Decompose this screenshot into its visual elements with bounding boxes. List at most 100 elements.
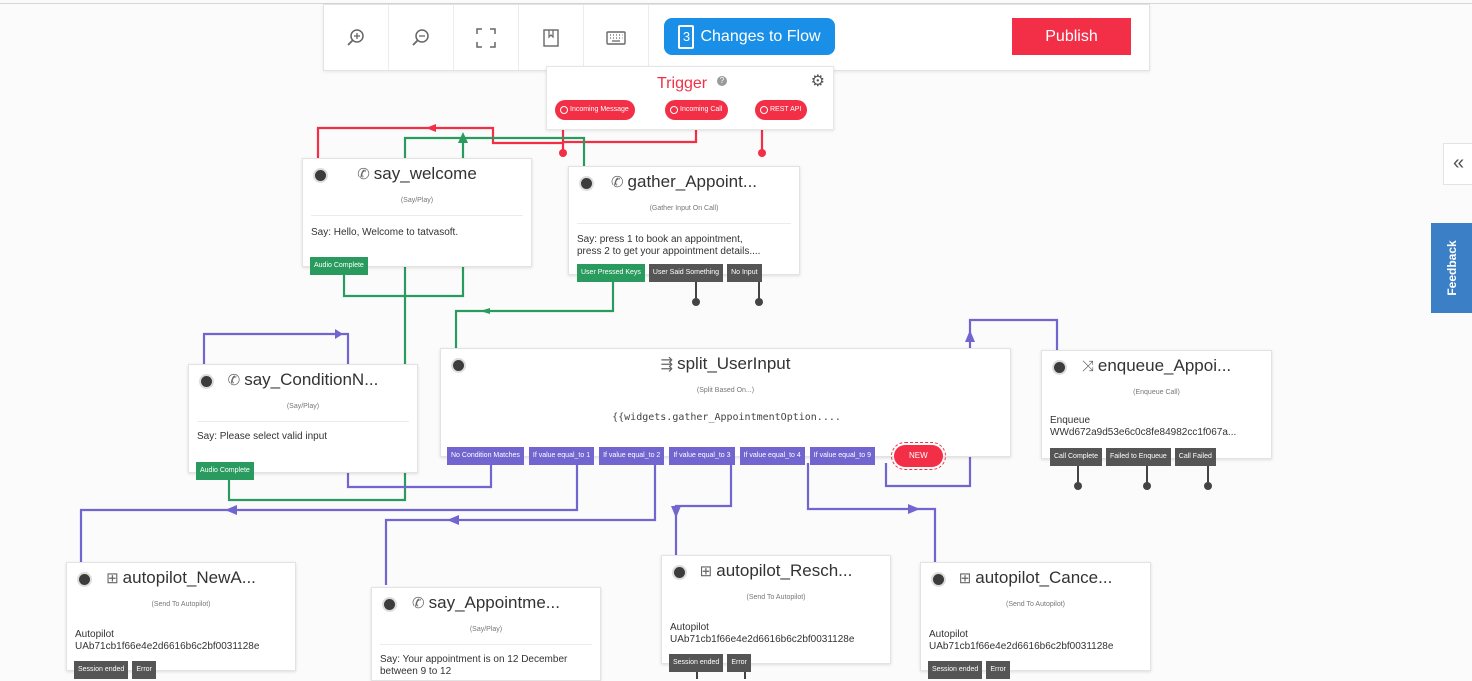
transition-audio-complete[interactable]: Audio Complete [310,257,368,275]
widget-handle[interactable] [579,176,594,191]
widget-title: autopilot_Resch... [716,561,853,580]
widget-subtitle: (Split Based On...) [696,387,755,394]
transition-error[interactable]: Error [132,661,156,679]
widget-handle[interactable] [451,358,466,373]
widget-subtitle: (Say/Play) [400,197,434,204]
widget-body-line: UAb71cb1f66e4e2d6616b6c2bf0031128e [670,634,855,645]
trigger-incoming-message[interactable]: Incoming Message [555,100,635,120]
widget-autopilot-resch[interactable]: ⊞autopilot_Resch... (Send To Autopilot) … [661,555,891,664]
widget-handle[interactable] [672,565,687,580]
divider [197,421,409,422]
widget-handle[interactable] [382,597,397,612]
widget-say-welcome[interactable]: ✆say_welcome (Say/Play) Say: Hello, Welc… [302,158,532,267]
transition-session-ended[interactable]: Session ended [669,654,724,672]
keyboard-icon [606,30,626,45]
widget-handle[interactable] [1052,360,1067,375]
widget-subtitle: (Send To Autopilot) [1005,601,1066,608]
transition-call-failed[interactable]: Call Failed [1174,448,1216,466]
divider [380,644,592,645]
transition-no-input[interactable]: No Input [727,264,762,282]
divider [577,223,791,224]
widget-subtitle: (Say/Play) [286,403,320,410]
new-transition-button[interactable]: NEW [890,442,946,470]
zoom-out-icon [412,28,429,46]
widget-subtitle: (Send To Autopilot) [746,594,806,601]
transition-equal-to-1[interactable]: If value equal_to 1 [528,447,595,465]
phone-icon: ✆ [357,166,370,183]
enqueue-transitions: Call Complete Failed to Enqueue Call Fai… [1050,448,1216,466]
transition-equal-to-4[interactable]: If value equal_to 4 [739,447,805,465]
changes-count-badge: 3 [678,24,695,49]
transition-user-said-something[interactable]: User Said Something [648,264,724,282]
transition-failed-to-enqueue[interactable]: Failed to Enqueue [1105,448,1171,466]
transition-no-condition-matches[interactable]: No Condition Matches [447,447,524,465]
widget-title: split_UserInput [677,354,791,373]
say-welcome-transitions: Audio Complete [310,257,368,275]
widget-title: say_ConditionN... [244,370,379,389]
zoom-in-icon [347,28,364,46]
transition-session-ended[interactable]: Session ended [928,661,983,679]
changes-to-flow-label: Changes to Flow [700,27,821,45]
transition-equal-to-9[interactable]: If value equal_to 9 [809,447,875,465]
widget-enqueue[interactable]: ⤨enqueue_Appoi... (Enqueue Call) Enqueue… [1041,350,1272,459]
autopilot-resch-transitions: Session ended Error [669,654,751,672]
widget-autopilot-cancel[interactable]: ⊞autopilot_Cance... (Send To Autopilot) … [920,562,1151,671]
bookmark-icon [543,28,559,47]
trigger-widget[interactable]: Trigger ? ⚙ Incoming Message Incoming Ca… [546,66,834,130]
widget-body-line: Autopilot [75,629,114,640]
widget-subtitle: (Gather Input On Call) [649,205,719,212]
feedback-tab[interactable]: Feedback [1431,223,1472,313]
widget-body-line: Say: press 1 to book an appointment, [577,234,743,245]
help-icon[interactable]: ? [717,76,727,86]
keyboard-shortcuts-button[interactable] [584,5,649,70]
widget-split-user-input[interactable]: ⇶split_UserInput (Split Based On...) {{w… [440,348,1011,457]
widget-handle[interactable] [931,572,946,587]
zoom-in-button[interactable] [324,5,389,70]
trigger-incoming-call[interactable]: Incoming Call [665,100,729,120]
widget-body-line: Enqueue [1050,415,1091,426]
phone-icon: ✆ [412,595,425,612]
phone-icon: ✆ [227,372,241,389]
robot-icon: ⊞ [958,570,972,587]
changes-to-flow-button[interactable]: 3 Changes to Flow [664,18,835,55]
fit-to-screen-button[interactable] [454,5,519,70]
split-icon: ⇶ [660,356,674,373]
transition-equal-to-3[interactable]: If value equal_to 3 [669,447,735,465]
widget-subtitle: (Send To Autopilot) [151,601,211,608]
transition-error[interactable]: Error [986,661,1010,679]
publish-button[interactable]: Publish [1012,18,1131,55]
connector-eq3 [674,463,733,555]
widget-title: say_welcome [373,164,477,183]
widget-gather[interactable]: ✆gather_Appoint... (Gather Input On Call… [568,166,800,275]
trigger-title: Trigger [657,75,708,92]
widget-handle[interactable] [199,374,214,389]
transition-audio-complete[interactable]: Audio Complete [196,462,254,480]
transition-call-complete[interactable]: Call Complete [1050,448,1102,466]
widget-body-line: between 9 to 12 [380,666,452,677]
connector-incoming-call [561,120,698,153]
transition-equal-to-2[interactable]: If value equal_to 2 [599,447,665,465]
widget-body-line: UAb71cb1f66e4e2d6616b6c2bf0031128e [75,641,260,652]
widget-subtitle: (Enqueue Call) [1133,389,1180,396]
transition-error[interactable]: Error [727,654,751,672]
widget-title: gather_Appoint... [627,172,758,191]
shuffle-icon: ⤨ [1081,358,1094,375]
bookmark-button[interactable] [519,5,584,70]
trigger-rest-api[interactable]: REST API [755,100,808,120]
transition-session-ended[interactable]: Session ended [74,661,129,679]
widget-autopilot-new[interactable]: ⊞autopilot_NewA... (Send To Autopilot) A… [66,562,296,671]
widget-title: autopilot_Cance... [975,568,1113,587]
settings-gear-icon[interactable]: ⚙ [810,73,825,90]
widget-handle[interactable] [77,572,92,587]
collapse-panel-button[interactable]: « [1443,143,1472,185]
zoom-out-button[interactable] [389,5,454,70]
double-chevron-left-icon: « [1452,152,1465,174]
widget-body: {{widgets.gather_AppointmentOption.... [612,412,841,423]
widget-say-condition[interactable]: ✆say_ConditionN... (Say/Play) Say: Pleas… [188,364,418,473]
widget-body: Say: Please select valid input [197,431,328,442]
transition-user-pressed-keys[interactable]: User Pressed Keys [577,264,645,282]
widget-body-line: Autopilot [670,622,709,633]
widget-say-appointment[interactable]: ✆say_Appointme... (Say/Play) Say: Your a… [371,587,601,681]
widget-handle[interactable] [313,168,328,183]
